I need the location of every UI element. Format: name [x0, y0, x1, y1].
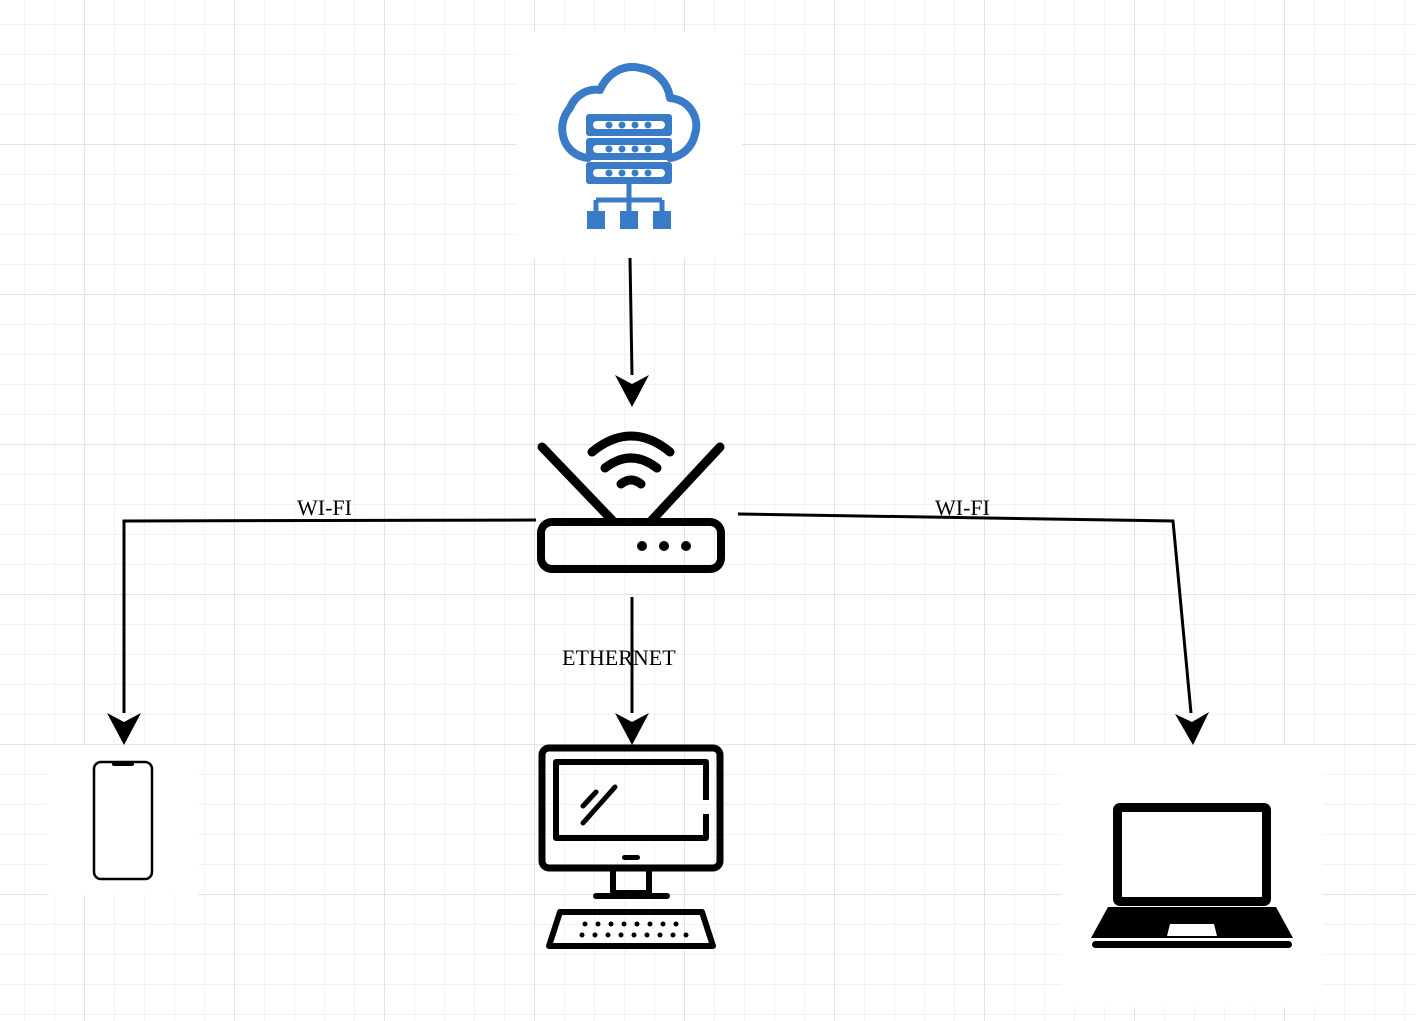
laptop-icon[interactable]	[1091, 803, 1293, 948]
wifi-router-icon[interactable]	[537, 431, 725, 573]
smartphone-icon[interactable]	[92, 760, 154, 881]
edge-router-to-phone[interactable]	[107, 518, 537, 745]
cloud-server-icon[interactable]	[558, 63, 701, 229]
desktop-computer-icon[interactable]	[538, 744, 724, 949]
arrowhead-icon	[1175, 712, 1209, 745]
edge-label-wifi-right: WI-FI	[935, 495, 990, 520]
edge-router-to-desktop[interactable]	[615, 597, 649, 745]
edge-cloud-to-router[interactable]	[615, 257, 649, 407]
edge-label-ethernet: ETHERNET	[562, 645, 676, 670]
arrowhead-icon	[107, 713, 141, 745]
edge-label-wifi-left: WI-FI	[297, 495, 352, 520]
arrowhead-icon	[615, 713, 649, 745]
arrowhead-icon	[615, 375, 649, 407]
edge-router-to-laptop[interactable]	[737, 512, 1209, 745]
